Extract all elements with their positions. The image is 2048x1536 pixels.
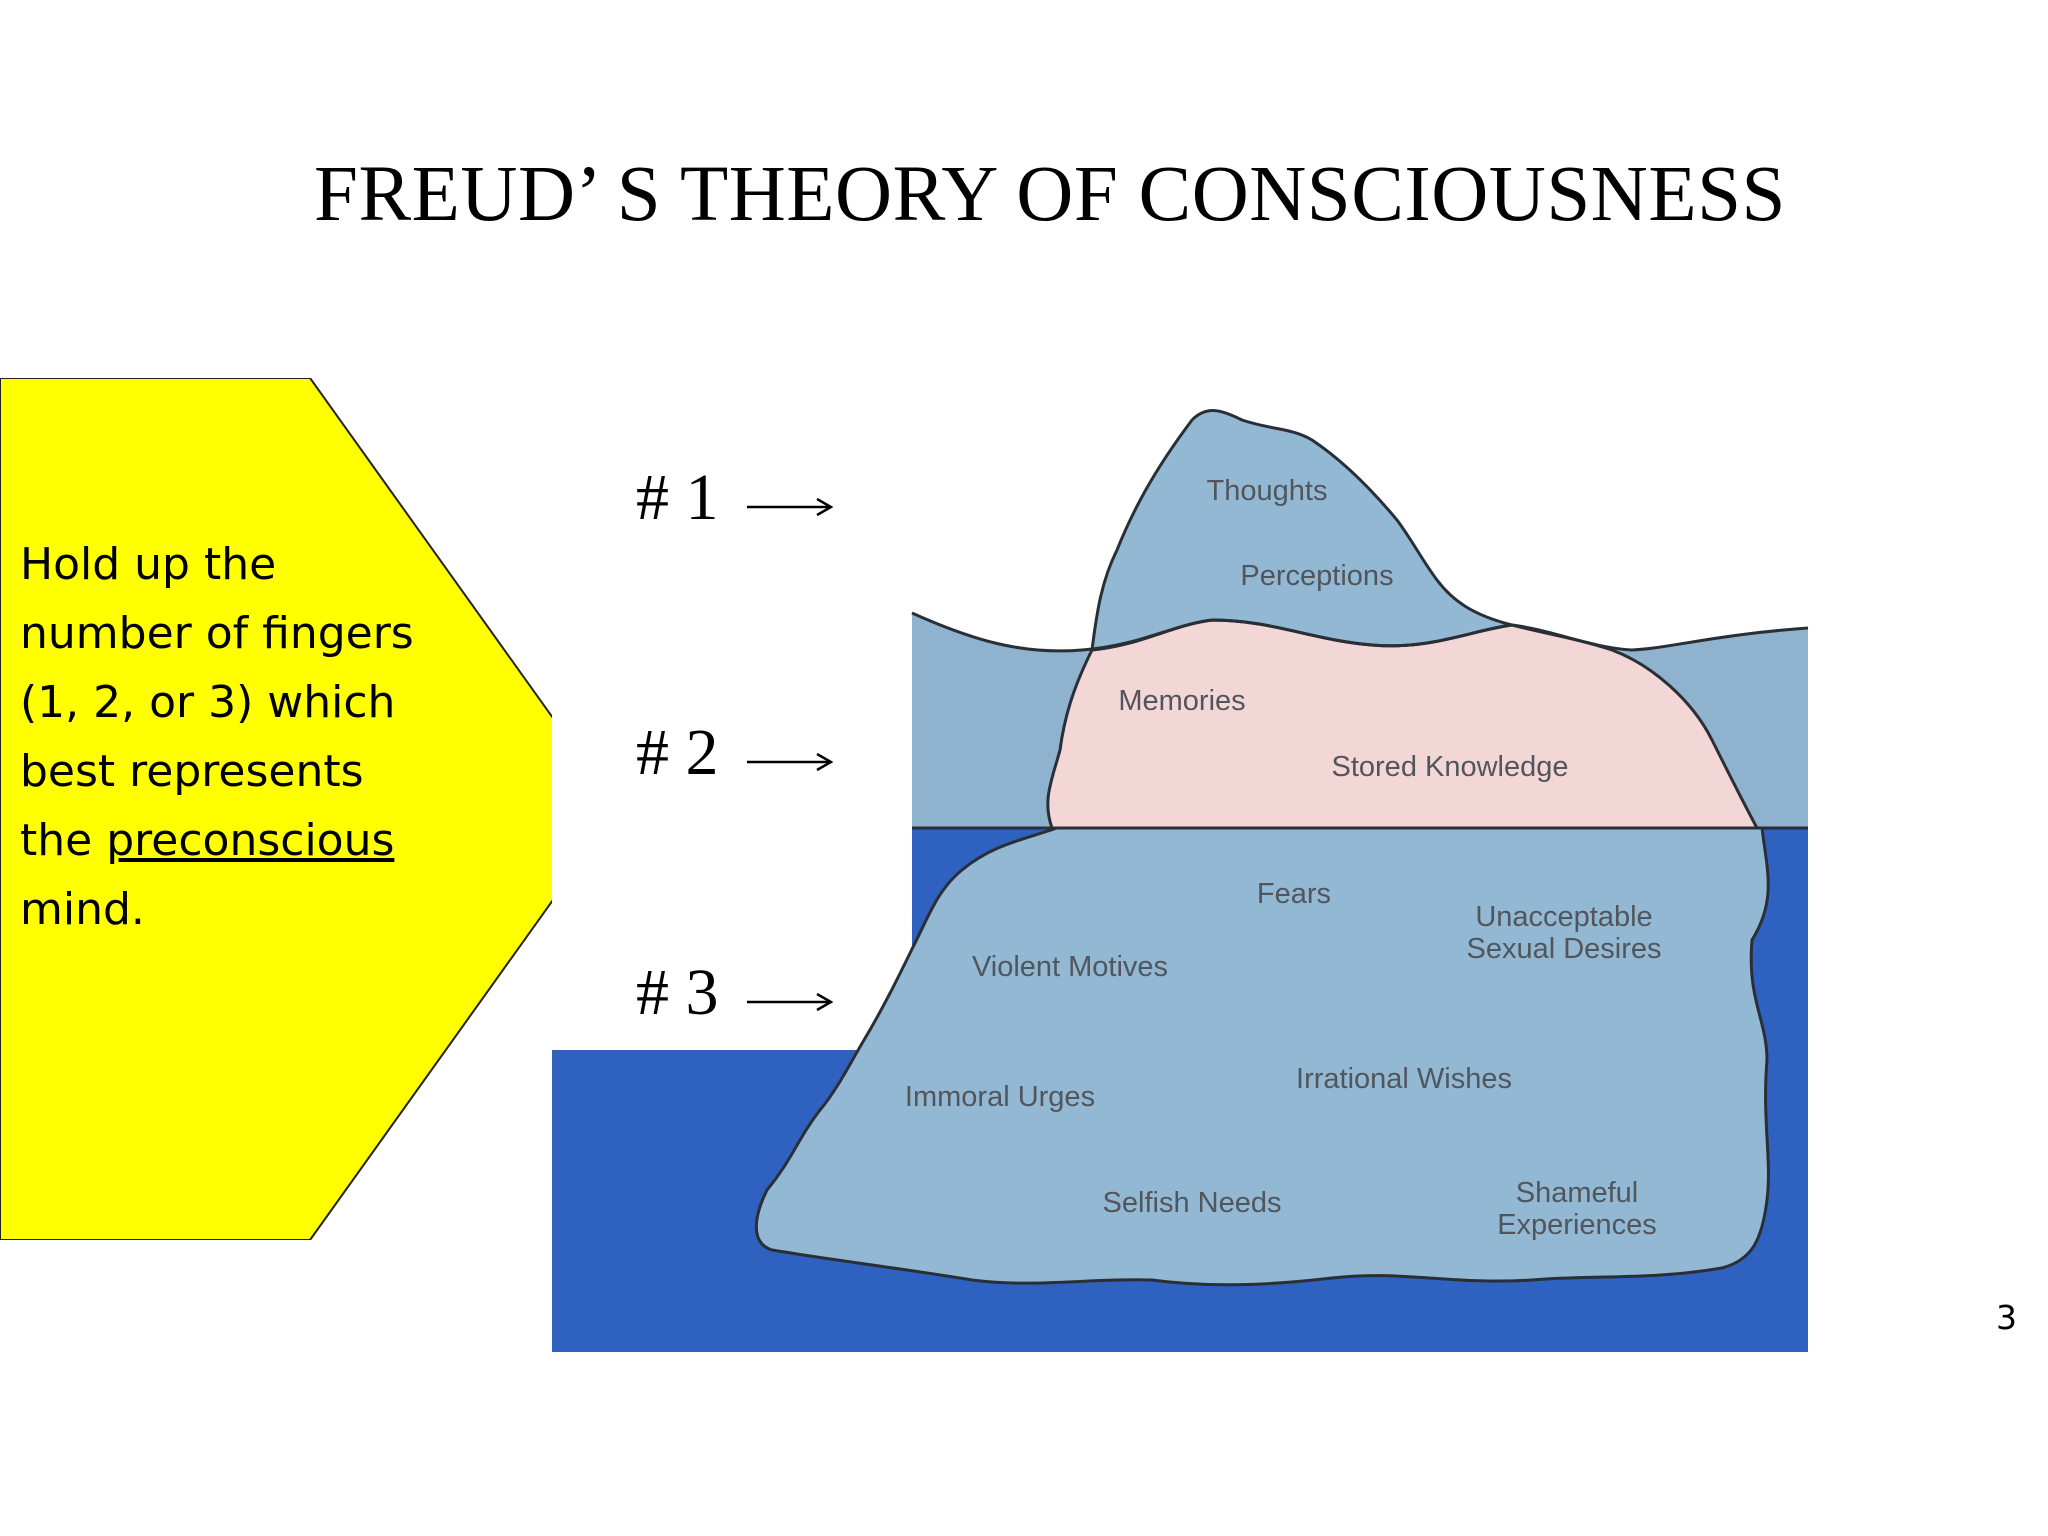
right-arrow-icon [746,460,834,536]
label-perceptions: Perceptions [1240,560,1393,592]
iceberg-diagram: Thoughts Perceptions Memories Stored Kno… [552,400,1809,1352]
label-irrational-wishes: Irrational Wishes [1296,1063,1512,1095]
label-experiences: Experiences [1497,1209,1657,1241]
marker-3: # 3 [636,955,834,1031]
label-shameful: Shameful [1516,1177,1639,1209]
callout-line: mind. [20,884,145,935]
marker-2: # 2 [636,715,834,791]
label-immoral-urges: Immoral Urges [905,1081,1095,1113]
callout-arrow-shape [0,378,620,1240]
right-arrow-icon [746,955,834,1031]
question-callout [0,378,620,1240]
callout-line: the preconscious [20,815,395,866]
label-violent-motives: Violent Motives [972,951,1168,983]
label-fears: Fears [1257,878,1331,910]
right-arrow-icon [746,715,834,791]
label-selfish-needs: Selfish Needs [1103,1187,1282,1219]
iceberg-submerged [754,826,1770,1287]
label-unacceptable: Unacceptable [1475,901,1652,933]
slide-title: FREUD’ S THEORY OF CONSCIOUSNESS [314,151,1786,238]
label-memories: Memories [1118,685,1245,717]
iceberg-tip [1090,409,1513,652]
label-thoughts: Thoughts [1207,475,1328,507]
label-sexual-desires: Sexual Desires [1466,933,1661,965]
slide-number: 3 [1996,1298,2017,1337]
callout-line: number of fingers [20,608,414,659]
callout-line: best represents [20,746,364,797]
callout-line: Hold up the [20,539,277,590]
marker-1: # 1 [636,460,834,536]
label-stored-knowledge: Stored Knowledge [1332,751,1569,783]
preconscious-term: preconscious [106,815,395,866]
callout-line: (1, 2, or 3) which [20,677,396,728]
callout-text: Hold up the number of fingers (1, 2, or … [20,530,450,944]
waterline [911,611,1809,653]
